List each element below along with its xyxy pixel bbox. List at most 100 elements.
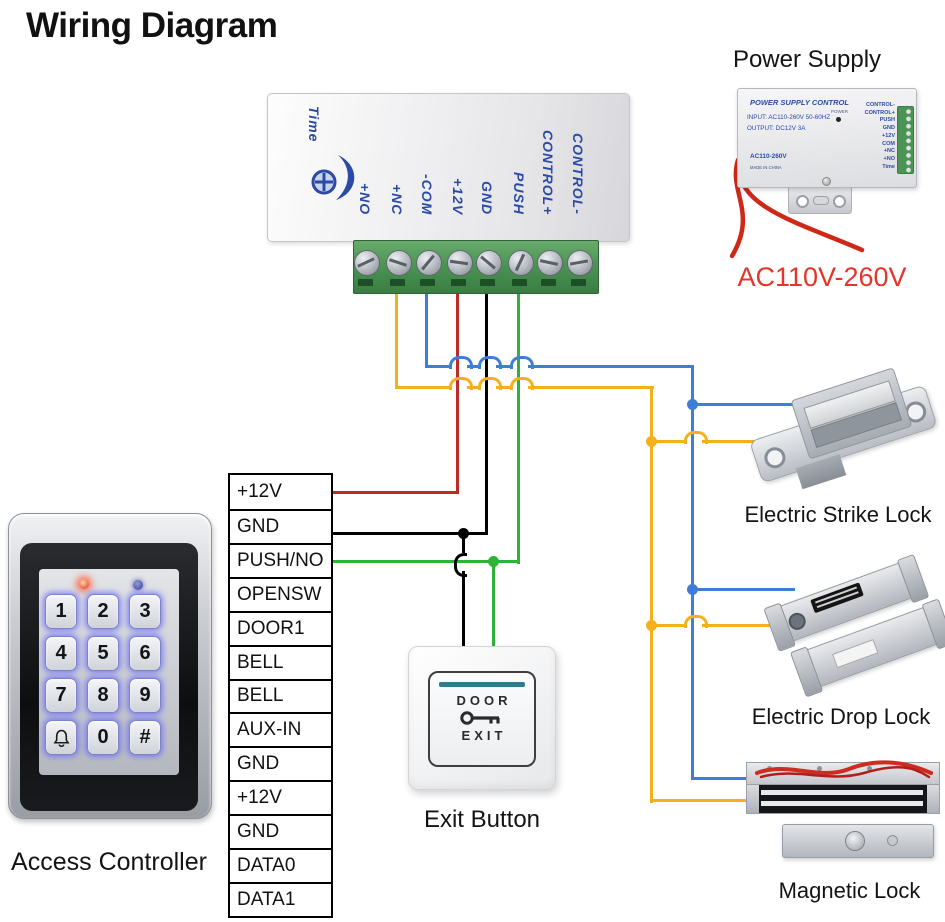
magnetic-lock-armature — [782, 824, 934, 858]
magnetic-lock-face — [746, 784, 940, 814]
keypad-key-8: 8 — [87, 678, 119, 713]
wire-yellow — [702, 624, 770, 627]
table-row: GND — [230, 508, 331, 543]
psu-side-label: +NO — [883, 155, 895, 162]
wire-blue — [528, 365, 694, 368]
page-title: Wiring Diagram — [26, 6, 278, 45]
exit-button-label: Exit Button — [423, 806, 541, 833]
terminal-screw — [476, 250, 502, 276]
armature-screw — [845, 831, 865, 851]
wire-yellow — [702, 440, 755, 443]
keypad-keys: 1 2 3 4 5 6 7 8 9 0 # — [45, 594, 161, 755]
armature-hole — [887, 835, 898, 846]
table-cell: DOOR1 — [237, 617, 305, 639]
exit-button-face: DOOR EXIT — [428, 671, 536, 767]
magnet-edge — [927, 785, 939, 813]
wire-yellow — [496, 386, 510, 389]
table-row: PUSH/NO — [230, 542, 331, 577]
wire-hop — [478, 356, 502, 369]
bell-icon — [51, 727, 72, 748]
psu-side-label-time: Time — [882, 163, 895, 170]
psu-side-label: PUSH — [879, 117, 895, 124]
psu-side-labels: CONTROL- CONTROL+ PUSH GND +12V COM +NC … — [865, 102, 895, 171]
wire-hop — [454, 553, 467, 577]
psu-board-title: POWER SUPPLY CONTROL — [750, 98, 849, 107]
table-row: +12V — [230, 475, 331, 509]
wire-yellow — [650, 386, 653, 803]
exit-button-bar — [439, 682, 525, 687]
wire-junction — [687, 399, 698, 410]
electric-strike-lock-photo — [740, 356, 945, 504]
access-controller-photo: 1 2 3 4 5 6 7 8 9 0 # — [8, 513, 212, 819]
terminal-block — [353, 240, 599, 294]
psu-power-led — [836, 117, 841, 122]
terminal-label-gnd: GND — [479, 180, 495, 215]
wire-green — [492, 560, 495, 649]
wire-hop — [684, 431, 708, 444]
psu-marking: AC110-260V — [750, 153, 787, 160]
psu-made-in: MADE IN CHINA — [750, 165, 782, 170]
power-supply-control-box: Time +NO +NC -COM +12V GND PUSH CONTROL+… — [267, 93, 630, 242]
table-cell: DATA0 — [237, 855, 296, 877]
power-supply-heading: Power Supply — [732, 46, 882, 73]
terminal-slot — [420, 279, 435, 286]
electric-strike-lock-label: Electric Strike Lock — [744, 502, 932, 527]
terminal-label-com: -COM — [419, 173, 435, 215]
table-cell: DATA1 — [237, 889, 296, 911]
terminal-label-nc: +NC — [389, 183, 405, 215]
psu-side-label: +NC — [883, 148, 895, 155]
exit-button-exit-text: EXIT — [461, 728, 507, 743]
keypad-key-1: 1 — [45, 594, 77, 629]
psu-side-label: GND — [882, 125, 895, 132]
drop-lock-mount — [921, 598, 945, 650]
wire-junction — [458, 528, 469, 539]
wire-black — [462, 532, 465, 553]
table-row: OPENSW — [230, 576, 331, 611]
wire-green — [517, 292, 520, 564]
drop-lock-sticker — [810, 582, 864, 614]
magnet-stripe — [761, 801, 923, 806]
terminal-screw — [508, 250, 534, 276]
psu-output-line: OUTPUT: DC12V 3A — [747, 125, 806, 132]
terminal-slot — [390, 279, 405, 286]
wire-yellow — [395, 292, 398, 389]
terminal-slot — [451, 279, 466, 286]
wire-green — [333, 560, 520, 563]
keypad-key-5: 5 — [87, 636, 119, 671]
terminal-label-no: +NO — [357, 182, 373, 215]
wire-junction — [488, 556, 499, 567]
table-cell: BELL — [237, 685, 284, 707]
psu-input-line: INPUT: AC110-260V 50-60HZ — [747, 114, 831, 121]
terminal-screw — [386, 250, 412, 276]
wire-hop — [449, 377, 473, 390]
table-cell: AUX-IN — [237, 719, 302, 741]
terminal-slot — [512, 279, 527, 286]
terminal-screw — [447, 250, 473, 276]
wire-blue — [691, 365, 694, 780]
wire-blue — [691, 777, 750, 780]
wire-blue — [425, 365, 449, 368]
table-cell: BELL — [237, 651, 284, 673]
psu-screw — [822, 177, 831, 186]
table-row: AUX-IN — [230, 712, 331, 746]
wire-red — [333, 491, 459, 494]
keypad-key-0: 0 — [87, 720, 119, 755]
wire-blue — [691, 588, 795, 591]
keypad-key-7: 7 — [45, 678, 77, 713]
psu-power-led-label: POWER — [831, 109, 849, 114]
wire-black — [333, 532, 488, 535]
table-cell: PUSH/NO — [237, 549, 324, 571]
power-supply-photo: POWER SUPPLY CONTROL INPUT: AC110-260V 5… — [737, 88, 917, 188]
exit-button-door-text: DOOR — [456, 693, 512, 708]
keypad-red-led — [79, 579, 89, 589]
table-cell: OPENSW — [237, 583, 322, 605]
terminal-label-push: PUSH — [511, 172, 527, 215]
wire-yellow — [650, 624, 684, 627]
key-icon — [459, 708, 505, 728]
terminal-slot — [358, 279, 373, 286]
table-row: DATA1 — [230, 882, 331, 916]
keypad-key-3: 3 — [129, 594, 161, 629]
magnetic-lock-top — [746, 760, 940, 786]
table-cell: GND — [237, 821, 280, 843]
